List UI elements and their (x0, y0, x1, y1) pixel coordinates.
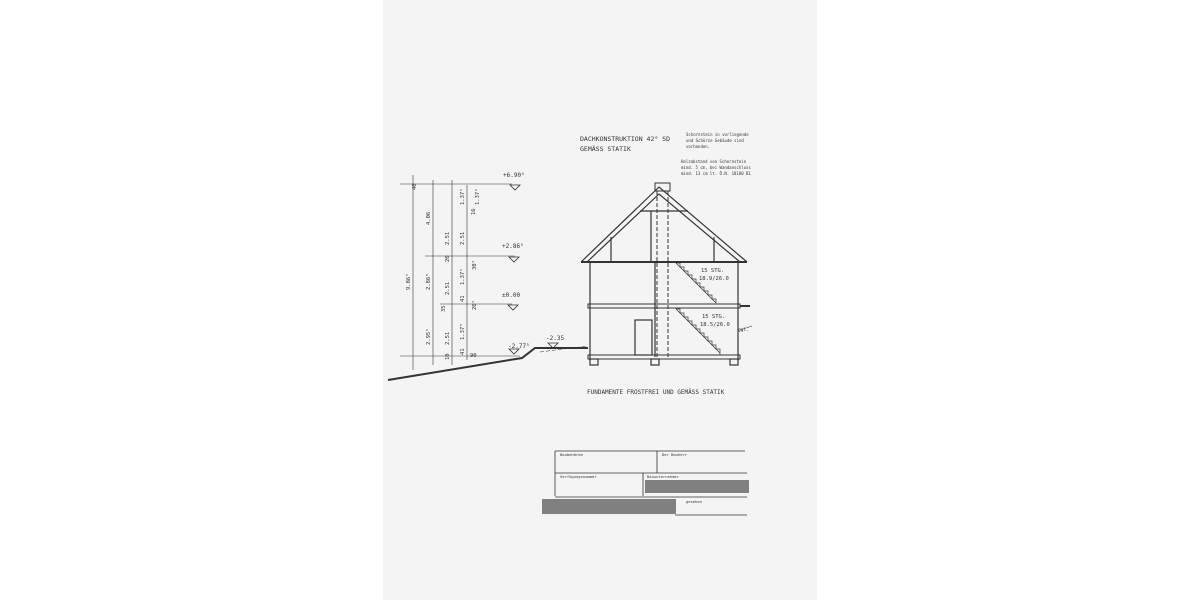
level-ground: -2.35 (546, 335, 564, 342)
upper-stair-count: 15 STG. (701, 268, 724, 274)
svg-text:2.51: 2.51 (460, 232, 466, 245)
svg-text:2.95⁵: 2.95⁵ (425, 328, 432, 345)
svg-text:20⁵: 20⁵ (471, 300, 478, 310)
redacted-contractor (645, 480, 749, 493)
svg-text:41: 41 (460, 348, 466, 355)
outdoor-grade-label: ggl. (738, 327, 749, 333)
svg-text:4.06: 4.06 (426, 212, 432, 225)
stairs (675, 262, 721, 355)
svg-text:1.37⁵: 1.37⁵ (459, 323, 466, 340)
svg-text:Holzabstand von Schornstein: Holzabstand von Schornstein (681, 159, 747, 164)
svg-text:1.37⁵: 1.37⁵ (459, 188, 466, 205)
svg-text:9.86⁵: 9.86⁵ (405, 273, 412, 290)
chimney-note: Schornstein in vorliegende und Schürze G… (686, 132, 749, 149)
level-zero: ±0.00 (502, 292, 520, 299)
lower-stair-ratio: 18.5/26.0 (700, 322, 730, 328)
redacted-stamp (542, 499, 676, 514)
walls-and-floors (587, 262, 750, 366)
roof-statics-label: GEMÄSS STATIK (580, 144, 631, 153)
contractor-label: Bauunternehmer (647, 474, 680, 479)
reference-label: Verfügungsnummer (560, 474, 597, 479)
roof (580, 186, 748, 263)
lower-stair-count: 15 STG. (702, 314, 725, 320)
clearance-note: Holzabstand von Schornstein mind. 5 cm, … (681, 159, 751, 176)
svg-text:30⁵: 30⁵ (471, 260, 478, 270)
authority-label: Baubehörde (560, 452, 584, 457)
svg-text:35: 35 (441, 305, 447, 312)
dimension-lines (400, 175, 520, 370)
chimney (654, 182, 671, 357)
svg-text:10: 10 (445, 353, 451, 360)
svg-text:2.86⁵: 2.86⁵ (425, 273, 432, 290)
svg-text:2.51: 2.51 (445, 232, 451, 245)
svg-text:mind. 5 cm, bei Wandanschluss: mind. 5 cm, bei Wandanschluss (681, 165, 751, 170)
terrain (387, 325, 753, 381)
owner-label: Der Bauherr (662, 452, 688, 457)
foundation-note: FUNDAMENTE FROSTFREI UND GEMÄSS STATIK (587, 389, 725, 396)
house-section: 15 STG. 18.9/26.0 15 STG. 18.5/26.0 ggl. (580, 182, 750, 366)
seen-label: gesehen (686, 499, 702, 504)
svg-text:2.51: 2.51 (445, 332, 451, 345)
level-markers: +6.90⁵ +2.86⁵ ±0.00 -2.77⁵ -2.35 (502, 172, 564, 355)
svg-text:16: 16 (471, 208, 477, 215)
svg-text:und Schürze Gebäude sind: und Schürze Gebäude sind (686, 138, 744, 143)
title-block: Baubehörde Der Bauherr Verfügungsnummer … (542, 450, 749, 516)
svg-text:90: 90 (470, 353, 477, 359)
dimension-values: 9.86⁵ 4.06 2.86⁵ 2.95⁵ 2.51 2.51 2.51 2.… (405, 183, 481, 360)
svg-text:40: 40 (412, 183, 418, 190)
svg-text:20: 20 (445, 255, 451, 262)
level-top: +6.90⁵ (503, 172, 525, 179)
svg-text:mind. 13 cm lt. Ö.N. 18180 B1: mind. 13 cm lt. Ö.N. 18180 B1 (681, 171, 751, 176)
upper-stair-ratio: 18.9/26.0 (699, 276, 729, 282)
svg-text:1.37⁵: 1.37⁵ (474, 188, 481, 205)
svg-text:vorhanden.: vorhanden. (686, 144, 710, 149)
svg-text:41: 41 (460, 295, 466, 302)
svg-text:Schornstein in vorliegende: Schornstein in vorliegende (686, 132, 749, 137)
svg-text:1.37⁵: 1.37⁵ (459, 268, 466, 285)
level-basement: -2.77⁵ (508, 343, 530, 350)
level-upper: +2.86⁵ (502, 243, 524, 250)
svg-text:2.51: 2.51 (445, 282, 451, 295)
roof-construction-label: DACHKONSTRUKTION 42° SD (580, 135, 670, 143)
